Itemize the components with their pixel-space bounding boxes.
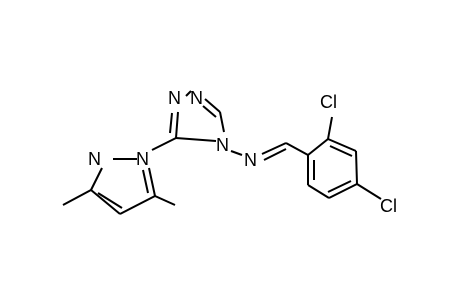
atom-label-ortho-chlorine: Cl [320,92,337,112]
atom-label-pyrazole-n1: N [136,149,149,169]
bond-c5-methyl [154,195,176,206]
bond-c4-c5 [119,195,156,215]
bond-ch-aryl [285,142,309,156]
bond-pyrazole-triazole [151,137,177,151]
bond-n2-c3 [90,167,103,191]
bond-c3-n4-triazole [219,111,225,133]
bond-benzene-2-3 [327,138,357,152]
atom-labels: N N N N N N Cl Cl [88,88,397,216]
bond-benzene-3-4 [355,150,358,185]
bond-benzene-4-5 [328,183,358,199]
bond-benzene-5-6 [307,184,330,199]
bond-c5-n1-triazole-inner [169,112,173,134]
bond-nimine-ch-inner [263,148,287,161]
bond-nimine-ch [261,142,287,155]
atom-label-triazole-n1: N [168,88,181,108]
bond-n1-n2-triazole [185,90,192,97]
bond-c5-n1 [148,167,156,197]
atom-label-triazole-n2: N [190,88,203,108]
bond-lines [62,90,382,215]
atom-label-pyrazole-n2: N [88,149,101,169]
bond-benzene-2-3-inner [329,145,353,157]
bond-c5-n1-inner [142,169,149,194]
bond-para-cl [356,183,382,200]
atom-label-triazole-n4: N [216,135,229,155]
bond-c3-c4-inner [97,192,123,209]
bond-n2-c3-triazole [204,98,221,113]
bond-benzene-4-5-inner [327,180,352,193]
bond-c3-methyl [62,189,92,206]
bond-c3-c4 [90,189,121,215]
atom-label-para-chlorine: Cl [380,196,397,216]
bond-ortho-cl [327,116,333,140]
bond-n4-c5-triazole [175,137,217,142]
bond-c5-n1-triazole [175,111,179,139]
bond-n2-c3-triazole-inner [202,105,217,118]
atom-label-imine-n: N [244,150,257,170]
bond-n4-nimine [230,150,243,156]
bond-benzene-1-2 [307,138,329,156]
